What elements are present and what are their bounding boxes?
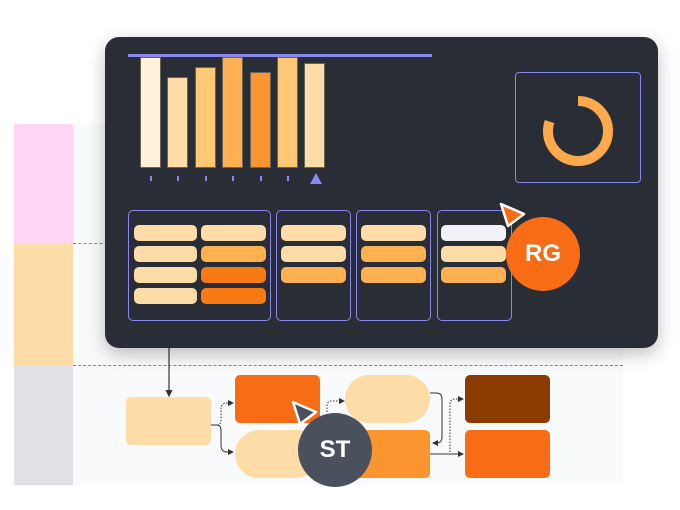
table-cell[interactable] bbox=[134, 267, 197, 283]
table-cell[interactable] bbox=[361, 225, 426, 241]
table-cell[interactable] bbox=[201, 267, 266, 283]
table-column bbox=[276, 210, 351, 321]
table-cell[interactable] bbox=[441, 246, 506, 262]
table-cell[interactable] bbox=[281, 246, 346, 262]
table-group bbox=[128, 210, 271, 321]
table-cell[interactable] bbox=[134, 225, 197, 241]
table-cell[interactable] bbox=[201, 225, 266, 241]
table-cell[interactable] bbox=[201, 246, 266, 262]
bar bbox=[304, 63, 326, 168]
donut-panel bbox=[515, 72, 641, 183]
table-cell[interactable] bbox=[134, 288, 197, 304]
lane-gray bbox=[14, 365, 73, 485]
bar bbox=[167, 77, 189, 168]
avatar-rg: RG bbox=[506, 217, 580, 291]
target-line bbox=[128, 54, 432, 57]
table-cell[interactable] bbox=[441, 267, 506, 283]
bar bbox=[194, 67, 216, 168]
cursor-icon bbox=[291, 400, 318, 426]
triangle-marker-icon bbox=[310, 173, 322, 184]
bar bbox=[140, 57, 161, 168]
tick bbox=[259, 176, 262, 181]
table-column bbox=[356, 210, 431, 321]
divider bbox=[73, 365, 623, 366]
flow-node[interactable] bbox=[465, 430, 550, 478]
tick bbox=[204, 176, 207, 181]
avatar-st: ST bbox=[298, 413, 372, 487]
lane-pink bbox=[14, 124, 73, 244]
bar bbox=[277, 57, 298, 168]
bar bbox=[222, 57, 244, 168]
table-cell[interactable] bbox=[361, 267, 426, 283]
table-cell[interactable] bbox=[201, 288, 266, 304]
flow-node[interactable] bbox=[345, 375, 430, 423]
table-cell[interactable] bbox=[134, 246, 197, 262]
tick bbox=[232, 176, 235, 181]
bar bbox=[249, 72, 271, 168]
donut-chart bbox=[543, 96, 613, 166]
table-cell[interactable] bbox=[361, 246, 426, 262]
tick bbox=[177, 176, 180, 181]
table-cell[interactable] bbox=[281, 225, 346, 241]
dashboard-card bbox=[105, 37, 658, 348]
tick bbox=[150, 176, 152, 181]
table-cell[interactable] bbox=[441, 225, 506, 241]
flow-node[interactable] bbox=[465, 375, 550, 423]
table-cell[interactable] bbox=[281, 267, 346, 283]
lane-peach bbox=[14, 244, 73, 365]
flow-node-start[interactable] bbox=[126, 397, 211, 445]
tick bbox=[287, 176, 289, 181]
cursor-icon bbox=[499, 202, 526, 228]
divider bbox=[73, 243, 113, 244]
